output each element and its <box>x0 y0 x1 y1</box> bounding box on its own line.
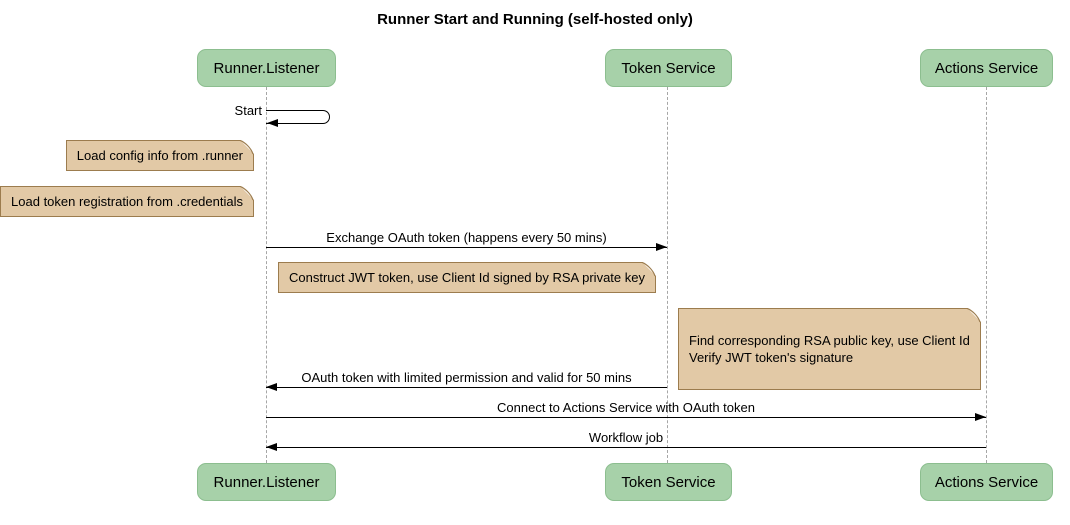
note-fold-icon <box>640 262 656 277</box>
participant-bottom-actions-service: Actions Service <box>920 463 1053 501</box>
message-workflow-job-label: Workflow job <box>588 430 664 445</box>
participant-label: Actions Service <box>934 473 1039 491</box>
note-fold-icon <box>239 186 254 201</box>
note-text: Find corresponding RSA public key, use C… <box>689 333 970 365</box>
diagram-title: Runner Start and Running (self-hosted on… <box>377 11 693 28</box>
participant-label: Token Service <box>621 59 716 77</box>
message-exchange-oauth-line <box>266 247 667 248</box>
message-workflow-job-line <box>266 447 986 448</box>
arrowhead-left-icon <box>266 383 277 391</box>
message-start-label: Start <box>234 103 262 118</box>
participant-bottom-token-service: Token Service <box>605 463 732 501</box>
note-text: Load token registration from .credential… <box>11 194 243 209</box>
note-verify-jwt: Find corresponding RSA public key, use C… <box>678 308 981 390</box>
note-load-config: Load config info from .runner <box>65 140 254 171</box>
lifeline-actions-service <box>986 87 987 463</box>
message-connect-label: Connect to Actions Service with OAuth to… <box>497 400 755 415</box>
note-construct-jwt: Construct JWT token, use Client Id signe… <box>278 262 656 293</box>
message-connect-line <box>266 417 986 418</box>
participant-label: Token Service <box>621 473 716 491</box>
note-load-token-registration: Load token registration from .credential… <box>0 186 254 217</box>
message-exchange-oauth-label: Exchange OAuth token (happens every 50 m… <box>326 230 607 245</box>
arrowhead-left-icon <box>267 119 278 127</box>
participant-top-actions-service: Actions Service <box>920 49 1053 87</box>
lifeline-token-service <box>667 87 668 463</box>
note-text: Load config info from .runner <box>76 148 243 163</box>
lifeline-runner-listener <box>265 87 267 463</box>
participant-label: Runner.Listener <box>213 473 320 491</box>
participant-label: Runner.Listener <box>213 59 320 77</box>
message-oauth-token-line <box>266 387 667 388</box>
participant-bottom-runner-listener: Runner.Listener <box>197 463 336 501</box>
arrowhead-right-icon <box>656 243 667 251</box>
note-text: Construct JWT token, use Client Id signe… <box>289 270 645 285</box>
note-fold-icon <box>965 308 981 323</box>
participant-top-token-service: Token Service <box>605 49 732 87</box>
participant-label: Actions Service <box>934 59 1039 77</box>
arrowhead-right-icon <box>975 413 986 421</box>
message-start-self-loop <box>266 110 330 124</box>
message-oauth-token-label: OAuth token with limited permission and … <box>301 370 632 385</box>
participant-top-runner-listener: Runner.Listener <box>197 49 336 87</box>
arrowhead-left-icon <box>266 443 277 451</box>
note-fold-icon <box>239 140 254 155</box>
